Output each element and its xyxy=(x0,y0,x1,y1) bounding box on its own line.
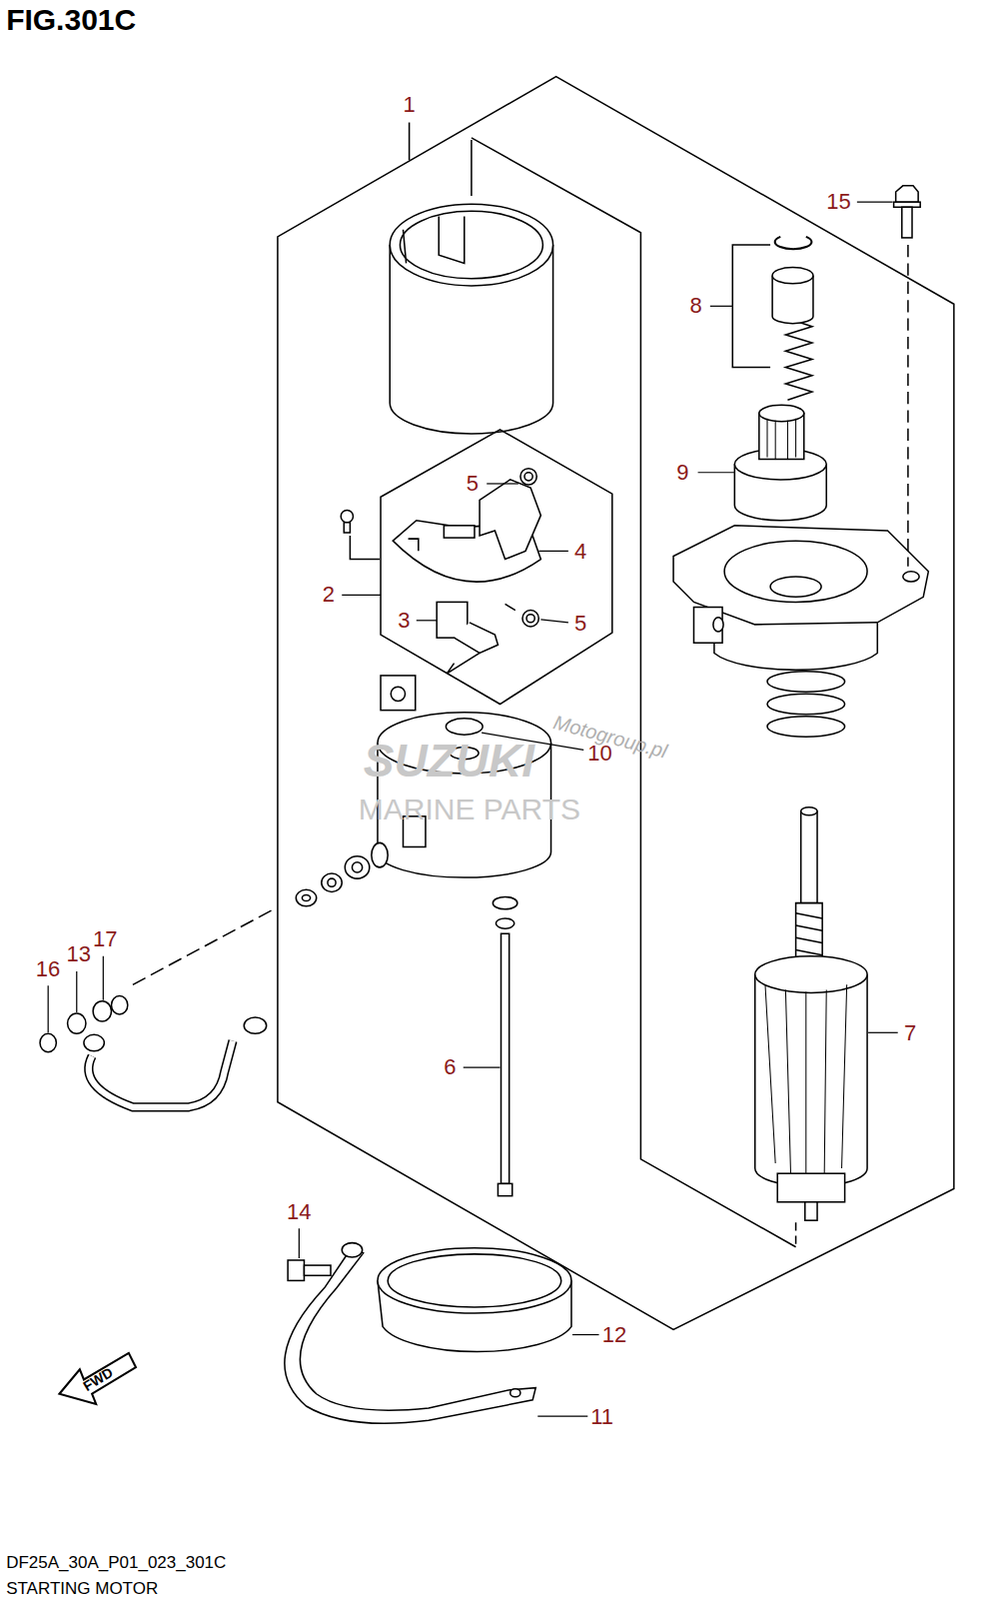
callout-number: 10 xyxy=(587,742,612,765)
callout-number: 11 xyxy=(590,1405,614,1428)
callout-number: 15 xyxy=(826,190,851,213)
callout-number: 16 xyxy=(35,958,60,981)
callout-number: 7 xyxy=(904,1021,917,1044)
callout-number: 3 xyxy=(397,609,410,632)
callout-number: 13 xyxy=(65,943,90,966)
callout-number: 4 xyxy=(574,540,587,563)
callout-number: 14 xyxy=(286,1200,311,1223)
callout-number: 6 xyxy=(443,1055,456,1078)
callout-number: 5 xyxy=(574,612,587,635)
callout-number: 12 xyxy=(602,1323,627,1346)
figure-caption: STARTING MOTOR xyxy=(5,1579,158,1597)
callout-number: 1 xyxy=(402,93,415,116)
watermark: MARINE PARTS xyxy=(358,794,581,825)
figure-title: FIG.301C xyxy=(5,4,136,35)
callout-number: 9 xyxy=(676,461,689,484)
figure-code: DF25A_30A_P01_023_301C xyxy=(5,1552,226,1570)
callout-number: 2 xyxy=(322,583,335,606)
callout-number: 17 xyxy=(92,928,117,951)
callout-number: 5 xyxy=(466,472,479,495)
watermark: SUZUKI xyxy=(363,737,535,784)
callout-number: 8 xyxy=(689,294,702,317)
